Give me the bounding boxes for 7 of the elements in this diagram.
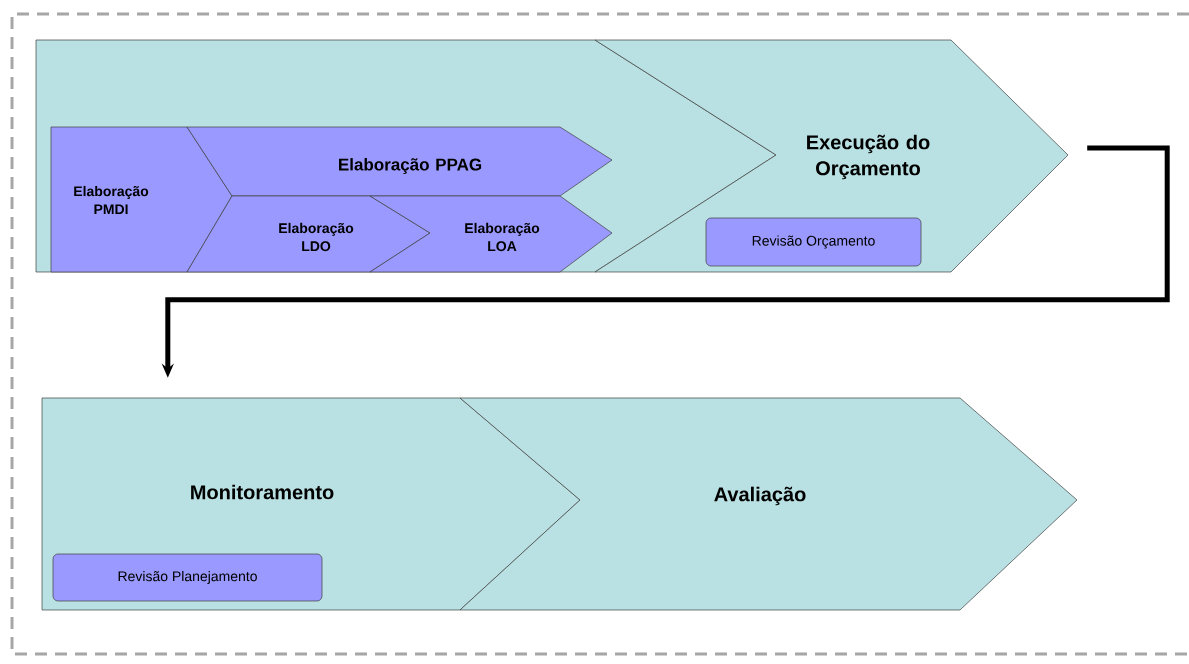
process-step: Elaboração PMDI (50, 126, 233, 273)
review-box: Revisão Orçamento (705, 217, 922, 267)
process-step: Elaboração LOA (369, 195, 613, 273)
process-step: Avaliação (459, 397, 1078, 611)
process-step: Elaboração LDO (186, 195, 431, 273)
process-step: Elaboração PPAG (186, 126, 613, 197)
review-box: Revisão Planejamento (52, 553, 323, 602)
